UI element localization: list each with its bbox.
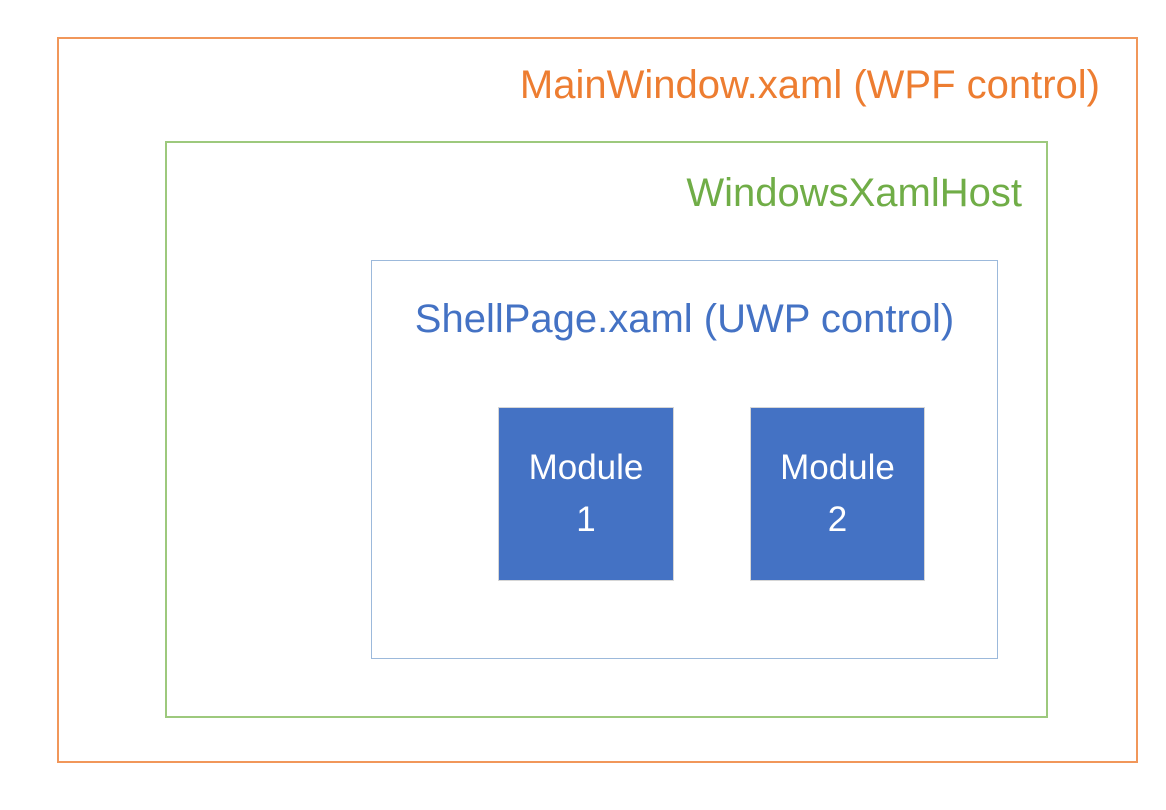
shellpage-label: ShellPage.xaml (UWP control) xyxy=(414,297,955,341)
mainwindow-label: MainWindow.xaml (WPF control) xyxy=(519,63,1100,107)
windowsxamlhost-label: WindowsXamlHost xyxy=(686,171,1022,215)
module-2-label: Module 2 xyxy=(780,442,895,547)
module-2-label-line1: Module xyxy=(780,447,895,487)
module-1-label-line1: Module xyxy=(528,447,644,487)
module-1-label: Module 1 xyxy=(529,442,644,547)
module-1-label-line2: 1 xyxy=(576,500,596,539)
windowsxamlhost-box: WindowsXamlHost ShellPage.xaml (UWP cont… xyxy=(165,141,1048,718)
module-2-label-line2: 2 xyxy=(827,500,848,539)
module-2-box: Module 2 xyxy=(750,407,925,581)
shellpage-box: ShellPage.xaml (UWP control) Module 1 Mo… xyxy=(371,260,998,659)
module-1-box: Module 1 xyxy=(498,407,674,581)
mainwindow-box: MainWindow.xaml (WPF control) WindowsXam… xyxy=(57,37,1138,763)
